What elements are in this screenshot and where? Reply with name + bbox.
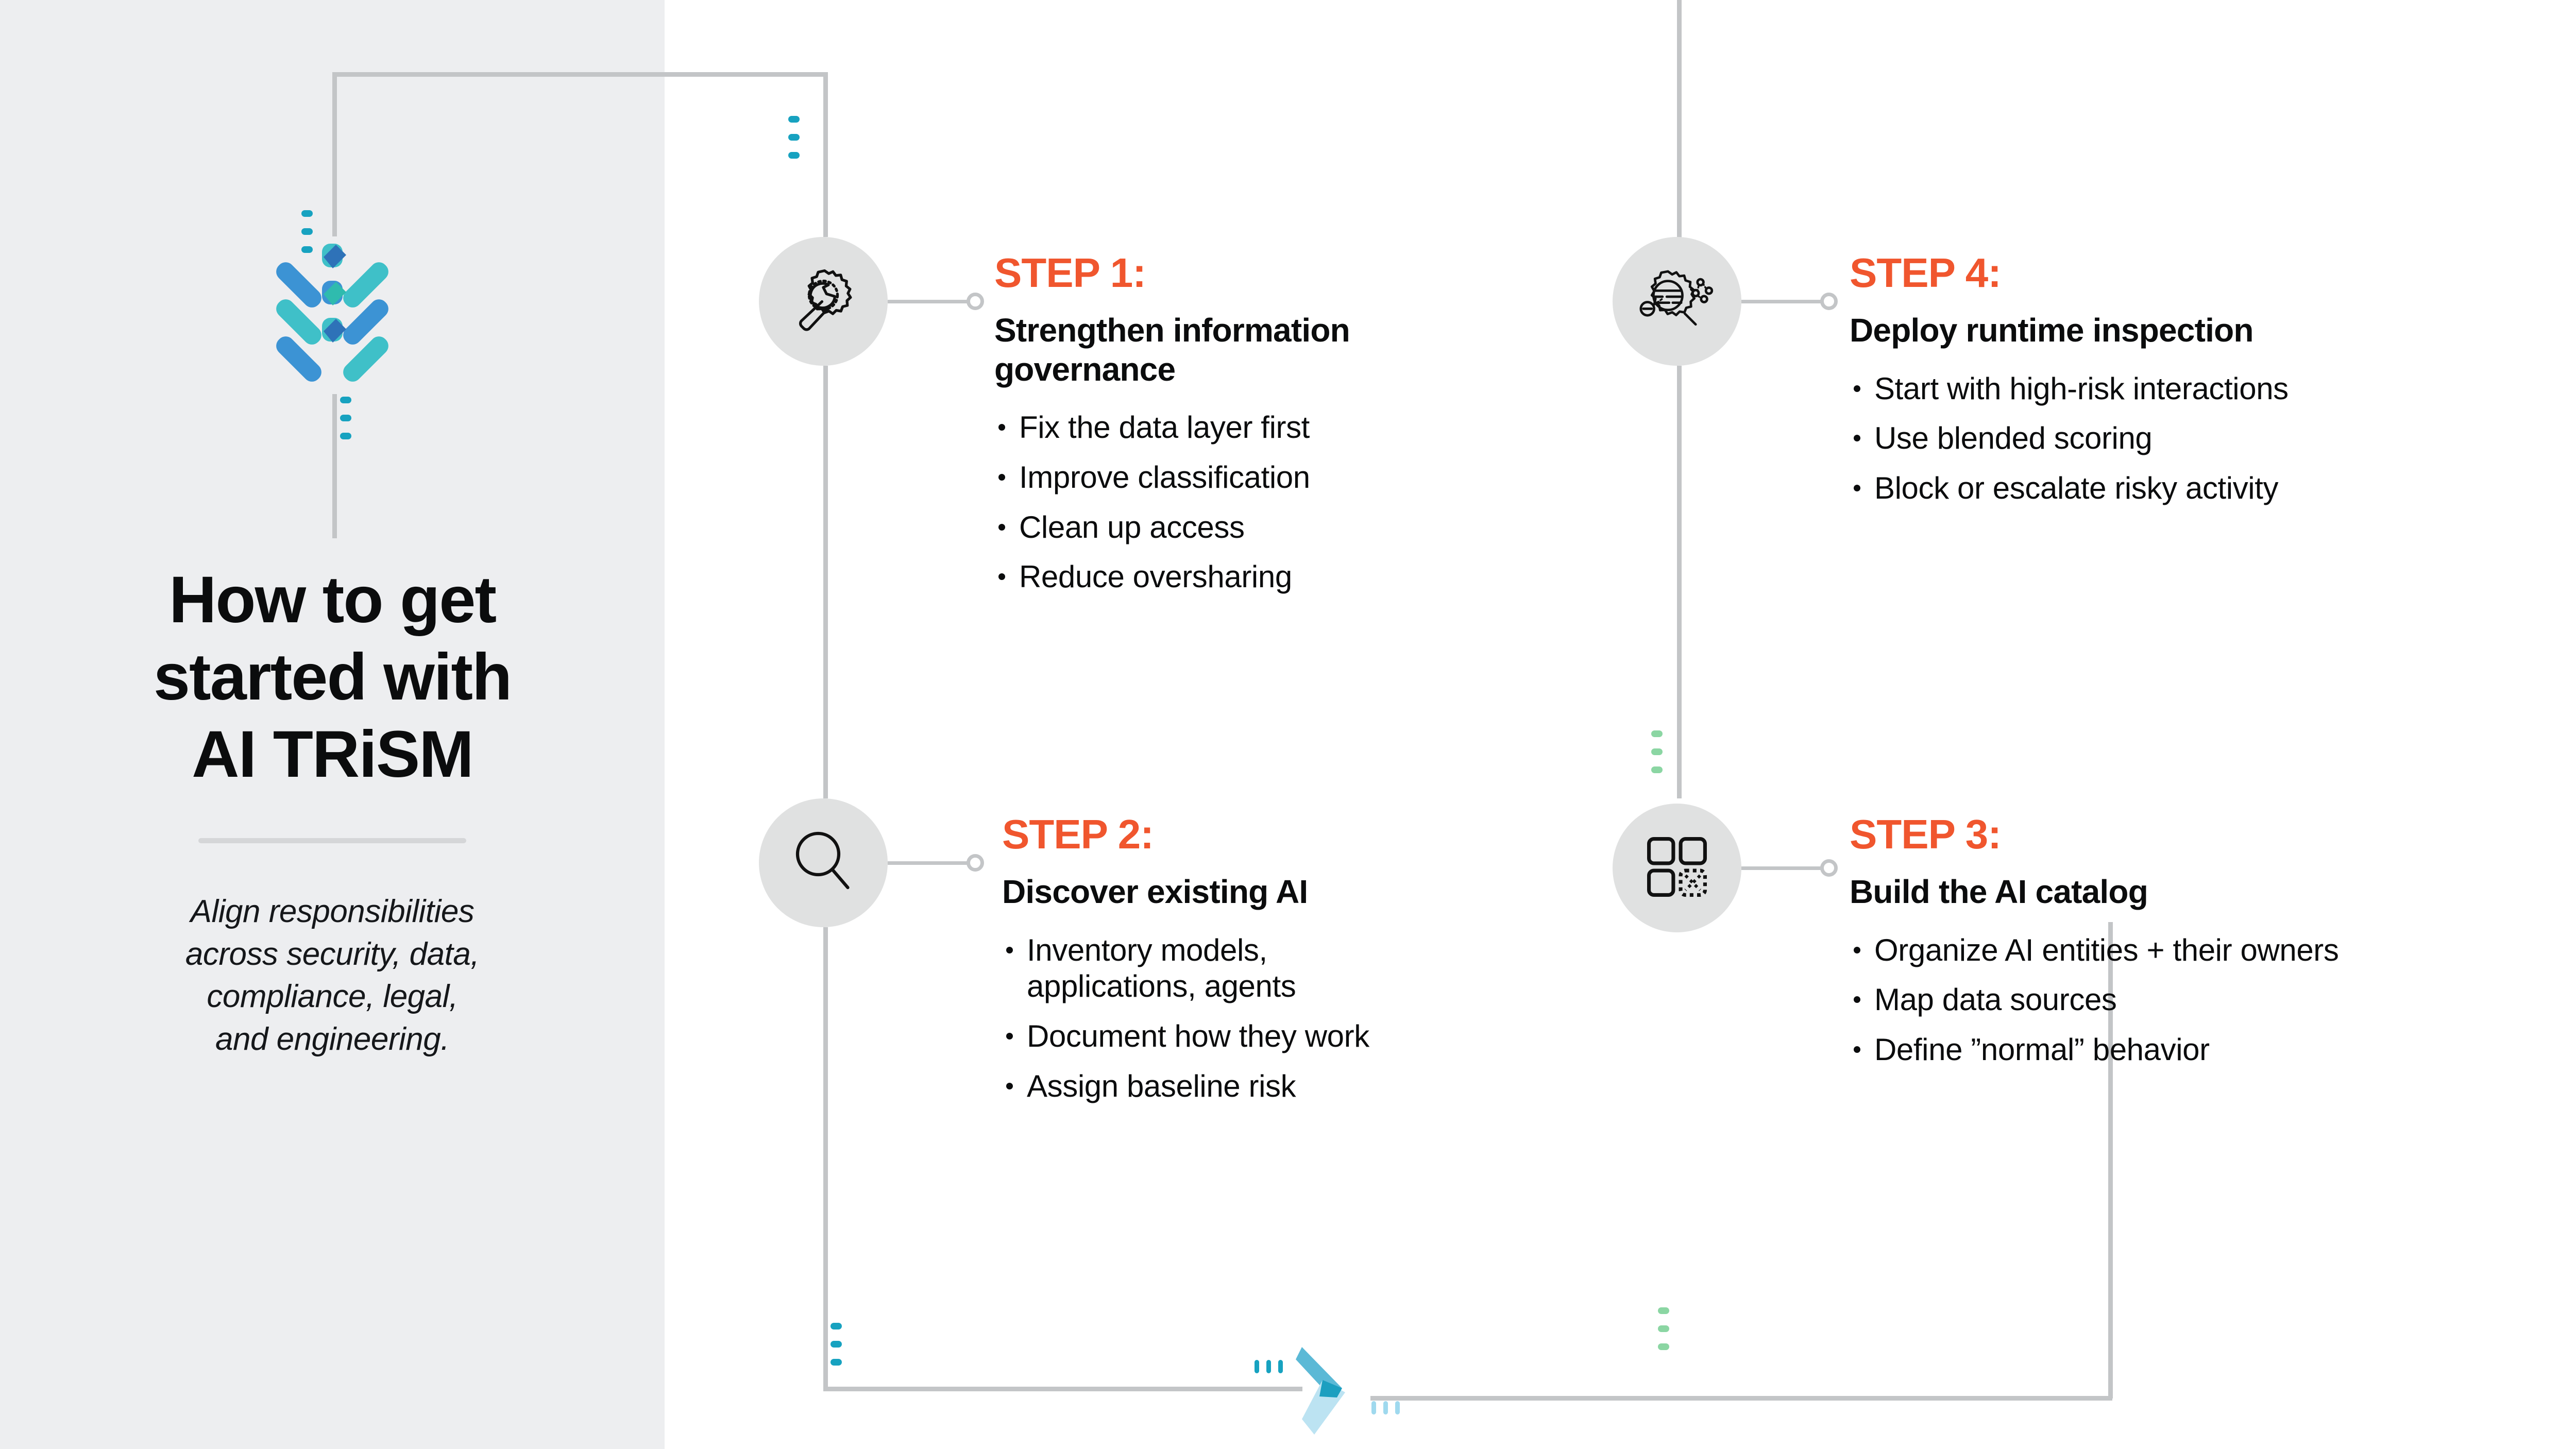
step-1-title-line-2: governance: [994, 350, 1176, 388]
step-1-icon-circle: [759, 237, 888, 366]
path-line-bottom-left: [823, 1387, 1302, 1391]
dot-cluster-arrow-left: [1255, 1360, 1283, 1373]
subtitle-line-2: across security, data,: [185, 936, 480, 972]
dot-cluster-top-left: [788, 116, 800, 159]
step-2-connector-dot: [967, 854, 984, 872]
step-3-connector-stub: [1741, 866, 1824, 870]
step-4-icon-circle: [1613, 237, 1741, 366]
grid-squares-icon: [1640, 830, 1714, 906]
step-2-label: STEP 2:: [1002, 811, 1154, 857]
path-line-col1-lower: [823, 927, 828, 1391]
wrench-gear-icon: [785, 262, 862, 342]
title-block: How to get started with AI TRiSM Align r…: [62, 561, 603, 1061]
dot-cluster-logo-top: [301, 210, 313, 253]
step-1-title-line-1: Strengthen information: [994, 312, 1350, 349]
step-2-bullet: Document how they work: [1002, 1018, 1610, 1055]
dot-cluster-arrow-right: [1371, 1401, 1400, 1414]
step-2-bullet-list: Inventory models, applications, agents D…: [1002, 932, 1610, 1105]
title-divider: [198, 838, 466, 844]
step-1-bullet: Reduce oversharing: [994, 559, 1602, 595]
subtitle: Align responsibilities across security, …: [62, 891, 603, 1061]
step-1-bullet: Fix the data layer first: [994, 410, 1602, 446]
step-4-body: STEP 4: Deploy runtime inspection Start …: [1850, 252, 2519, 520]
step-2-connector-stub: [888, 861, 970, 865]
step-1-bullet: Improve classification: [994, 459, 1602, 496]
step-2-icon-circle: [759, 798, 888, 927]
magnifier-icon: [785, 823, 862, 903]
step-3-bullet: Organize AI entities + their owners: [1850, 932, 2396, 969]
step-2-body: STEP 2: Discover existing AI Inventory m…: [1002, 814, 1610, 1118]
subtitle-line-1: Align responsibilities: [190, 894, 474, 930]
step-3-connector-dot: [1820, 859, 1838, 877]
step-4-title: Deploy runtime inspection: [1850, 311, 2519, 350]
subtitle-line-4: and engineering.: [215, 1021, 449, 1057]
step-4-bullet: Block or escalate risky activity: [1850, 470, 2519, 507]
step-3-label: STEP 3:: [1850, 811, 2002, 857]
triple-chevron-logo: [268, 234, 397, 404]
step-1-connector-stub: [888, 300, 970, 303]
path-line-bottom-right: [1370, 1396, 2112, 1401]
step-1-bullet-list: Fix the data layer first Improve classif…: [994, 410, 1602, 595]
step-1-bullet: Clean up access: [994, 509, 1602, 546]
step-4-title-line-1: Deploy runtime inspection: [1850, 312, 2253, 349]
page-title-line-3: AI TRiSM: [192, 717, 474, 791]
path-line-logo-top: [332, 74, 337, 236]
subtitle-line-3: compliance, legal,: [207, 979, 458, 1015]
path-line-col2-middle: [1677, 366, 1682, 798]
step-1-title: Strengthen information governance: [994, 311, 1602, 389]
step-3-bullet: Define ”normal” behavior: [1850, 1032, 2483, 1068]
step-3-bullet: Map data sources: [1850, 982, 2483, 1018]
step-4-bullet-list: Start with high-risk interactions Use bl…: [1850, 371, 2519, 507]
dot-cluster-mid-right: [1651, 730, 1663, 773]
dot-cluster-bottom-left: [831, 1323, 842, 1366]
step-4-connector-stub: [1741, 300, 1824, 303]
chevron-arrow-right: [1296, 1347, 1363, 1435]
step-1-body: STEP 1: Strengthen information governanc…: [994, 252, 1602, 609]
dot-cluster-logo-bottom: [340, 397, 351, 439]
path-line-top-horizontal: [332, 72, 827, 77]
step-4-label: STEP 4:: [1850, 250, 2002, 296]
step-3-title-line-1: Build the AI catalog: [1850, 873, 2148, 910]
path-line-col1-middle: [823, 366, 828, 798]
step-2-title-line-1: Discover existing AI: [1002, 873, 1308, 910]
page-title: How to get started with AI TRiSM: [62, 561, 603, 793]
step-4-bullet: Use blended scoring: [1850, 420, 2519, 457]
step-4-connector-dot: [1820, 293, 1838, 310]
path-line-col2-lower: [2108, 922, 2113, 1399]
step-2-title: Discover existing AI: [1002, 873, 1610, 912]
step-2-bullet: Inventory models, applications, agents: [1002, 932, 1373, 1005]
step-3-title: Build the AI catalog: [1850, 873, 2483, 912]
left-panel: [0, 0, 665, 1449]
path-line-col1-upper: [823, 72, 828, 237]
page-title-line-2: started with: [153, 640, 512, 714]
page-title-line-1: How to get: [168, 563, 497, 637]
dot-cluster-bottom-right: [1658, 1307, 1669, 1350]
gear-inspection-icon: [1638, 261, 1716, 342]
step-4-bullet: Start with high-risk interactions: [1850, 371, 2519, 407]
step-1-connector-dot: [967, 293, 984, 310]
path-line-logo-bottom: [332, 394, 337, 538]
step-1-label: STEP 1:: [994, 250, 1146, 296]
step-2-bullet: Assign baseline risk: [1002, 1068, 1610, 1105]
step-3-body: STEP 3: Build the AI catalog Organize AI…: [1850, 814, 2483, 1082]
step-3-icon-circle: [1613, 804, 1741, 932]
step-3-bullet-list: Organize AI entities + their owners Map …: [1850, 932, 2483, 1068]
path-line-col2-upper: [1677, 0, 1682, 238]
